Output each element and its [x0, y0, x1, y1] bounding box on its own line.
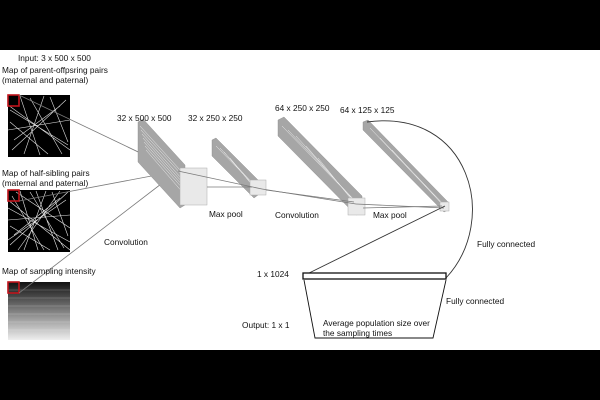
layer-1-dims: 32 x 500 x 500	[117, 113, 172, 123]
map-thumbnail-sampling-intensity	[8, 282, 70, 340]
layer-4-dims: 64 x 125 x 125	[340, 105, 395, 115]
highlight-boxes	[7, 94, 20, 294]
vector-dims-label: 1 x 1024	[257, 269, 289, 279]
layer-volume-3	[277, 116, 366, 216]
layer-1-op: Convolution	[104, 237, 148, 247]
fully-connected-connectors	[302, 120, 473, 279]
fully-connected-label-2: Fully connected	[446, 296, 505, 306]
layer-volume-4	[362, 119, 450, 213]
diagram-panel: Input: 3 x 500 x 500 Map of parent-offps…	[0, 50, 600, 350]
output-connector	[303, 279, 447, 339]
layer-volume-2	[211, 137, 267, 199]
layer-volume-1	[137, 118, 208, 209]
output-label: Output: 1 x 1	[242, 320, 290, 330]
layer-2-dims: 32 x 250 x 250	[188, 113, 243, 123]
fully-connected-label-1: Fully connected	[477, 239, 536, 249]
layer-3-op: Convolution	[275, 210, 319, 220]
layer-connection-lines	[177, 170, 445, 209]
map-label-sampling-intensity: Map of sampling intensity	[2, 266, 96, 276]
map-label-parent-offspring: Map of parent-offpsring pairs (maternal …	[2, 65, 108, 85]
map-label-half-sibling: Map of half-sibling pairs (maternal and …	[2, 168, 90, 188]
vector-1x1024	[302, 272, 447, 280]
output-description: Average population size over the samplin…	[323, 318, 430, 338]
layer-3-dims: 64 x 250 x 250	[275, 103, 330, 113]
diagram-graphics	[7, 94, 473, 340]
map-thumbnail-half-sibling	[7, 190, 71, 252]
input-title: Input: 3 x 500 x 500	[18, 53, 91, 63]
layer-4-op: Max pool	[373, 210, 407, 220]
layer-2-op: Max pool	[209, 209, 243, 219]
